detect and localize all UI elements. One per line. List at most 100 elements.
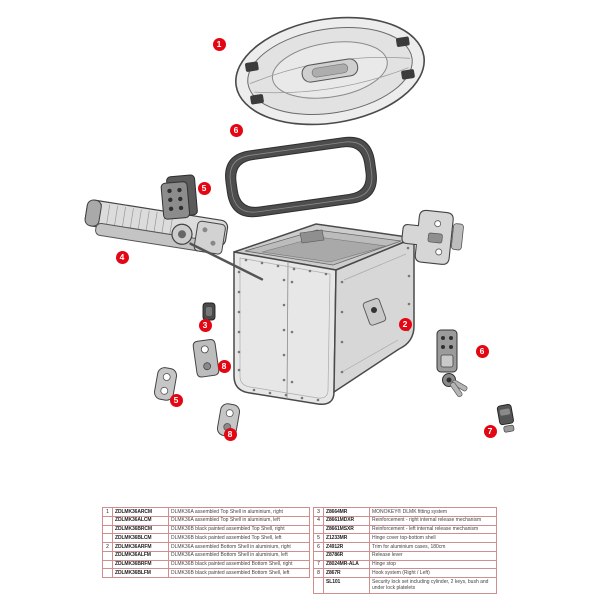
part-callout-7: 7	[483, 424, 497, 438]
fitting-plate	[299, 229, 325, 244]
part-code: Z8661MDXR	[323, 515, 370, 526]
part-index: 3	[313, 507, 324, 517]
part-index	[102, 568, 113, 578]
table-row: 5 Z1233MR Hinge cover top-bottom shell	[313, 533, 497, 543]
parts-table-right: 3 Z8664MR MONOKEY® DLMK fitting system 4…	[313, 507, 497, 594]
part-code: Z8664MR	[323, 507, 370, 517]
part-desc: Release lever	[369, 550, 497, 561]
hook-bracket-upper-drawing	[192, 339, 220, 378]
part-code: ZDLMK36ARCM	[112, 507, 169, 517]
part-code: Z8786R	[323, 550, 370, 561]
part-desc: DLMK36B black painted assembled Bottom S…	[168, 568, 310, 578]
lid-cleat	[401, 69, 415, 80]
part-callout-4: 4	[115, 250, 129, 264]
part-callout-2: 2	[398, 317, 412, 331]
part-desc: DLMK36B black painted assembled Top Shel…	[168, 524, 310, 535]
part-desc: DLMK36A assembled Bottom Shell in alumin…	[168, 542, 310, 552]
table-row: ZDLMK36BRFM DLMK36B black painted assemb…	[102, 559, 310, 570]
part-callout-5-lower: 5	[169, 393, 183, 407]
table-row: Z8661MSXR Reinforcement - left internal …	[313, 524, 497, 535]
table-row: ZDLMK36BLCM DLMK36B black painted assemb…	[102, 533, 310, 543]
part-index	[313, 524, 324, 535]
part-code: ZDLMK36ALFM	[112, 550, 169, 561]
part-desc: MONOKEY® DLMK fitting system	[369, 507, 497, 517]
table-row: ZDLMK36ALCM DLMK36A assembled Top Shell …	[102, 515, 310, 526]
table-row: 2 ZDLMK36ARFM DLMK36A assembled Bottom S…	[102, 542, 310, 552]
release-lever-drawing	[202, 302, 216, 321]
part-callout-8-upper: 8	[217, 359, 231, 373]
part-code: ZDLMK36ARFM	[112, 542, 169, 552]
part-index	[102, 533, 113, 543]
part-callout-6-trim: 6	[229, 123, 243, 137]
part-index	[102, 515, 113, 526]
table-row: SL101 Security lock set including cylind…	[313, 577, 497, 594]
hinge-cover-upper-drawing	[160, 174, 198, 220]
part-index: 2	[102, 542, 113, 552]
part-desc: Hook system (Right / Left)	[369, 568, 497, 578]
part-index	[102, 550, 113, 561]
lid-cleat	[250, 94, 264, 105]
table-row: 7 Z8024MR-ALA Hinge stop	[313, 559, 497, 570]
part-callout-1: 1	[212, 37, 226, 51]
part-code: Z4912R	[323, 542, 370, 552]
table-row: 6 Z4912R Trim for aluminium cases, 180cm	[313, 542, 497, 552]
part-code: Z8661MSXR	[323, 524, 370, 535]
push-rod	[189, 242, 264, 281]
part-index	[102, 524, 113, 535]
table-row: 1 ZDLMK36ARCM DLMK36A assembled Top Shel…	[102, 507, 310, 517]
part-desc: Hinge cover top-bottom shell	[369, 533, 497, 543]
hinge-cover-lower-drawing	[153, 367, 178, 401]
trim-seal-drawing	[225, 136, 377, 218]
part-code: ZDLMK36BRFM	[112, 559, 169, 570]
part-callout-5-upper: 5	[197, 181, 211, 195]
part-code: SL101	[323, 577, 370, 594]
part-callout-6-lock: 6	[475, 344, 489, 358]
part-desc: DLMK36B black painted assembled Top Shel…	[168, 533, 310, 543]
part-desc: DLMK36A assembled Bottom Shell in alumin…	[168, 550, 310, 561]
part-desc: DLMK36B black painted assembled Bottom S…	[168, 559, 310, 570]
part-index	[313, 550, 324, 561]
table-row: ZDLMK36BLFM DLMK36B black painted assemb…	[102, 568, 310, 578]
part-code: Z1233MR	[323, 533, 370, 543]
table-row: ZDLMK36ALFM DLMK36A assembled Bottom She…	[102, 550, 310, 561]
part-callout-3: 3	[198, 318, 212, 332]
lid-cleat	[395, 36, 410, 47]
lock-set-drawing	[436, 329, 468, 398]
part-index: 5	[313, 533, 324, 543]
part-index	[313, 577, 324, 594]
part-index: 1	[102, 507, 113, 517]
table-row: 3 Z8664MR MONOKEY® DLMK fitting system	[313, 507, 497, 517]
hinge-stop-drawing	[496, 404, 515, 433]
lid-cleat	[245, 61, 259, 72]
part-code: ZDLMK36BRCM	[112, 524, 169, 535]
part-desc: Reinforcement - left internal release me…	[369, 524, 497, 535]
part-code: Z867R	[323, 568, 370, 578]
part-desc: Trim for aluminium cases, 180cm	[369, 542, 497, 552]
keyhole	[371, 307, 377, 313]
part-code: ZDLMK36ALCM	[112, 515, 169, 526]
part-index: 6	[313, 542, 324, 552]
part-index: 7	[313, 559, 324, 570]
parts-table-left: 1 ZDLMK36ARCM DLMK36A assembled Top Shel…	[102, 507, 310, 578]
left-release-mechanism-drawing	[84, 199, 264, 281]
part-code: ZDLMK36BLCM	[112, 533, 169, 543]
top-shell-drawing	[235, 16, 425, 126]
part-code: ZDLMK36BLFM	[112, 568, 169, 578]
part-index	[102, 559, 113, 570]
part-callout-8-lower: 8	[223, 427, 237, 441]
table-row: 8 Z867R Hook system (Right / Left)	[313, 568, 497, 578]
bottom-shell-drawing	[233, 223, 417, 405]
part-desc: DLMK36A assembled Top Shell in aluminium…	[168, 507, 310, 517]
part-desc: Reinforcement - right internal release m…	[369, 515, 497, 526]
part-desc: Hinge stop	[369, 559, 497, 570]
table-row: ZDLMK36BRCM DLMK36B black painted assemb…	[102, 524, 310, 535]
table-row: Z8786R Release lever	[313, 550, 497, 561]
part-desc: DLMK36A assembled Top Shell in aluminium…	[168, 515, 310, 526]
part-index: 4	[313, 515, 324, 526]
table-row: 4 Z8661MDXR Reinforcement - right intern…	[313, 515, 497, 526]
key	[450, 381, 463, 398]
right-release-mechanism-drawing	[401, 209, 464, 265]
part-code: Z8024MR-ALA	[323, 559, 370, 570]
